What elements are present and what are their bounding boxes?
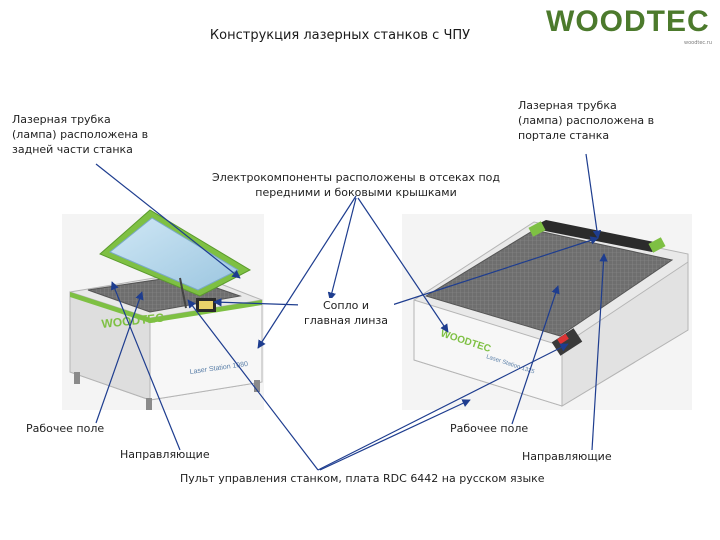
arrow-tube-rear	[95, 163, 241, 279]
arrow-control-right	[317, 343, 569, 471]
label-work-right: Рабочее поле	[450, 422, 529, 435]
logo-text: WOODTEC	[546, 5, 710, 38]
arrow-work-right	[511, 285, 560, 425]
arrow-tube-portal	[585, 153, 602, 239]
arrow-guides-left	[110, 281, 181, 451]
slide-title: Конструкция лазерных станков с ЧПУ	[209, 28, 471, 43]
woodtec-logo: WOODTEC woodtec.ru	[546, 6, 716, 50]
arrow-electro-right	[357, 197, 449, 333]
machine-left-brand: WOODTEC	[101, 310, 165, 331]
logo-tagline: woodtec.ru	[684, 40, 712, 46]
label-control: Пульт управления станком, плата RDC 6442…	[180, 472, 545, 485]
callout-arrows	[95, 153, 608, 471]
label-nozzle: Сопло и главная линза	[298, 298, 394, 328]
label-electro: Электрокомпоненты расположены в отсеках …	[212, 171, 500, 199]
arrow-electro-down	[257, 195, 357, 349]
arrow-nozzle-right	[391, 236, 599, 306]
arrow-guides-right	[591, 253, 608, 451]
arrow-work-left	[95, 291, 144, 424]
arrow-control-mid	[319, 399, 471, 471]
arrow-nozzle-left	[213, 298, 303, 307]
label-tube-portal: Лазерная трубка (лампа) расположена в по…	[518, 99, 655, 142]
label-work-left: Рабочее поле	[26, 422, 105, 435]
machine-right	[413, 220, 689, 407]
arrow-electro-left	[327, 197, 357, 301]
label-tube-rear: Лазерная трубка (лампа) расположена в за…	[12, 113, 149, 156]
label-guides-left: Направляющие	[120, 448, 210, 461]
arrow-control-left	[187, 299, 319, 471]
label-guides-right: Направляющие	[522, 450, 612, 463]
